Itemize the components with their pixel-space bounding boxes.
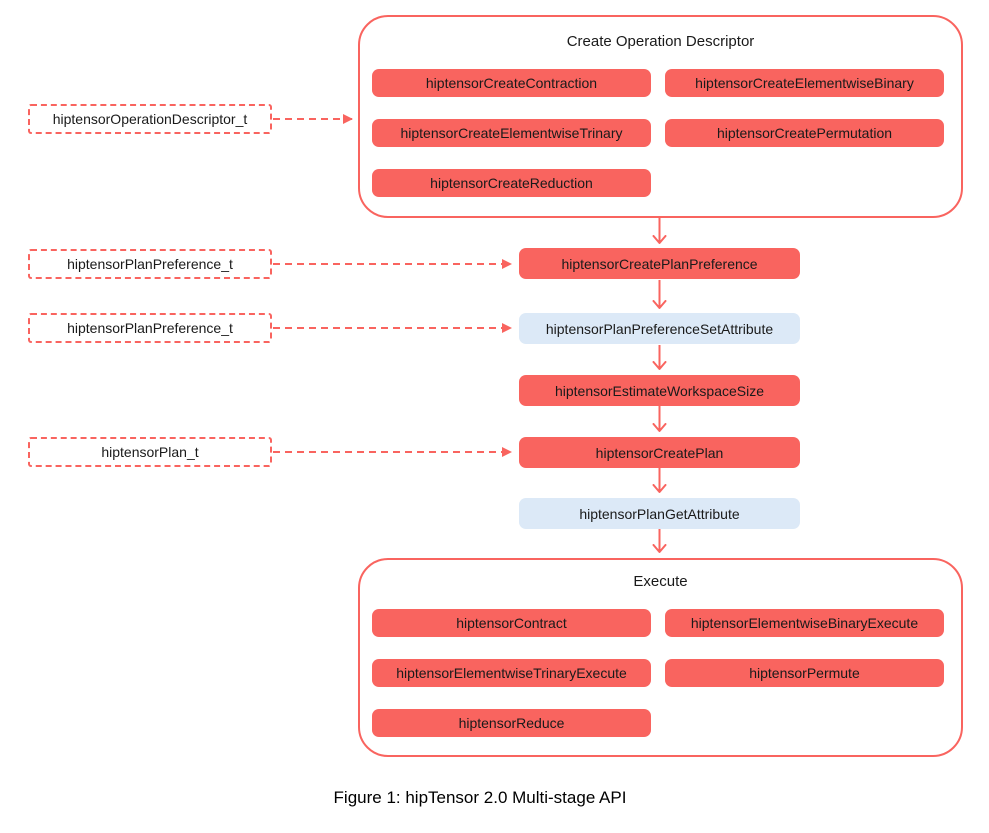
type-label-hiptensorPlan_t: hiptensorPlan_t — [28, 437, 272, 467]
node-hiptensorCreateElementwiseTrinary: hiptensorCreateElementwiseTrinary — [372, 119, 651, 147]
node-hiptensorCreatePlan: hiptensorCreatePlan — [519, 437, 800, 468]
node-hiptensorPlanGetAttribute: hiptensorPlanGetAttribute — [519, 498, 800, 529]
node-hiptensorEstimateWorkspaceSize: hiptensorEstimateWorkspaceSize — [519, 375, 800, 406]
node-hiptensorContract: hiptensorContract — [372, 609, 651, 637]
type-label-hiptensorPlanPreference_t-1: hiptensorPlanPreference_t — [28, 249, 272, 279]
node-hiptensorCreateContraction: hiptensorCreateContraction — [372, 69, 651, 97]
node-hiptensorReduce: hiptensorReduce — [372, 709, 651, 737]
node-hiptensorCreateReduction: hiptensorCreateReduction — [372, 169, 651, 197]
create-operation-descriptor-title: Create Operation Descriptor — [566, 33, 755, 50]
execute-title: Execute — [633, 573, 688, 590]
node-hiptensorCreateElementwiseBinary: hiptensorCreateElementwiseBinary — [665, 69, 944, 97]
type-label-hiptensorOperationDescriptor_t: hiptensorOperationDescriptor_t — [28, 104, 272, 134]
type-label-hiptensorPlanPreference_t-2: hiptensorPlanPreference_t — [28, 313, 272, 343]
node-hiptensorElementwiseTrinaryExecute: hiptensorElementwiseTrinaryExecute — [372, 659, 651, 687]
node-hiptensorCreatePermutation: hiptensorCreatePermutation — [665, 119, 944, 147]
node-hiptensorPermute: hiptensorPermute — [665, 659, 944, 687]
node-hiptensorElementwiseBinaryExecute: hiptensorElementwiseBinaryExecute — [665, 609, 944, 637]
node-hiptensorCreatePlanPreference: hiptensorCreatePlanPreference — [519, 248, 800, 279]
figure-caption: Figure 1: hipTensor 2.0 Multi-stage API — [333, 788, 627, 807]
execute-group — [358, 558, 963, 757]
node-hiptensorPlanPreferenceSetAttribute: hiptensorPlanPreferenceSetAttribute — [519, 313, 800, 344]
